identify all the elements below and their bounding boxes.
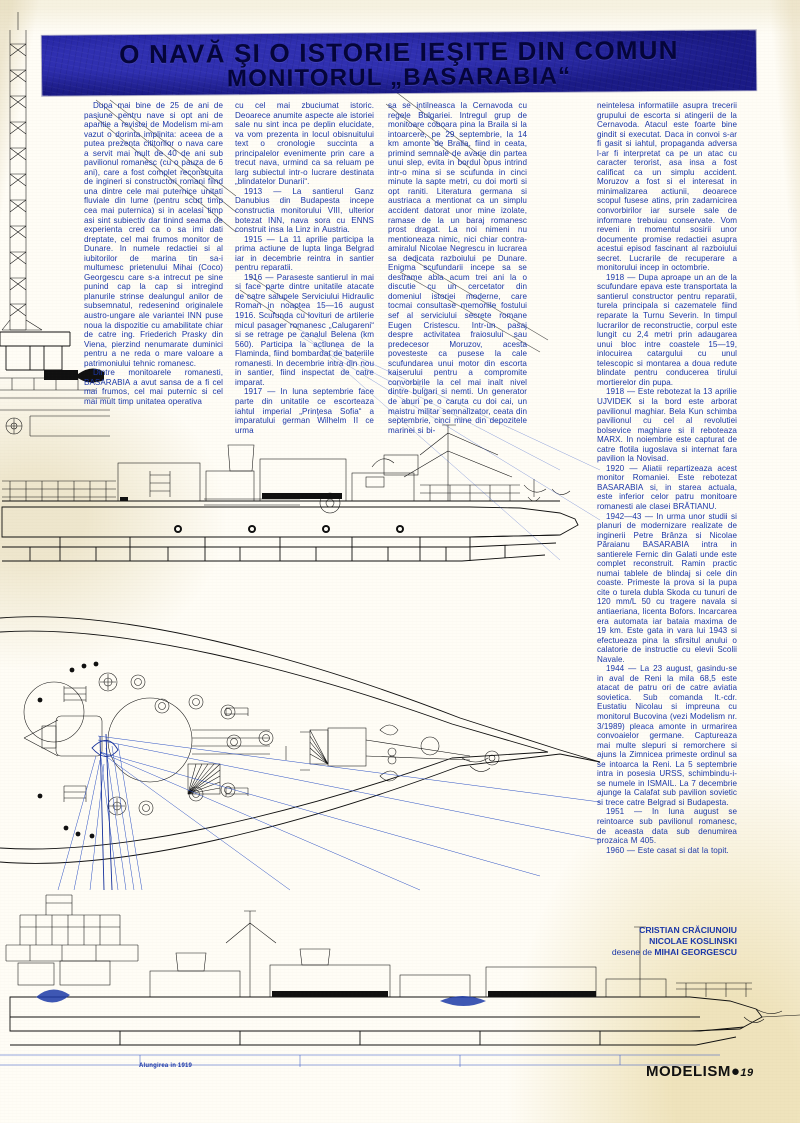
paragraph: sa se intilneasca la Cernavoda cu regele…	[388, 101, 527, 435]
ship-side-elevation-lower	[0, 894, 800, 1067]
drawn-by-label: desene de	[611, 947, 652, 957]
chronology-entry: 1918 — Este rebotezat la 13 aprilie UJVI…	[597, 387, 737, 464]
paragraph: neintelesa informatiile asupra trecerii …	[597, 101, 737, 273]
author-name-2: NICOLAE KOSLINSKI	[649, 936, 737, 946]
text-column-3: sa se intilneasca la Cernavoda cu regele…	[388, 101, 527, 435]
paragraph: Dupa mai bine de 25 de ani de pasiune pe…	[84, 101, 223, 368]
publication-name: MODELISM	[646, 1063, 731, 1080]
article-title-banner: O NAVĂ ŞI O ISTORIE IEŞITE DIN COMUN MON…	[41, 30, 757, 96]
text-column-1: Dupa mai bine de 25 de ani de pasiune pe…	[84, 101, 223, 407]
chronology-entry: 1913 — La santierul Ganz Danubius din Bu…	[235, 186, 374, 235]
byline: CRISTIAN CRĂCIUNOIU NICOLAE KOSLINSKI de…	[597, 925, 737, 958]
chronology-entry: 1944 — La 23 august, gasindu-se in aval …	[597, 664, 737, 807]
chronology-entry: 1960 — Este casat si dat la topit.	[606, 845, 729, 855]
text-column-2: cu cel mai zbuciumat istoric. Deoarece a…	[235, 101, 374, 435]
drawing-caption: Alungirea in 1919	[139, 1063, 193, 1069]
chronology-entry: 1916 — Paraseste santierul in mai si fac…	[235, 272, 374, 387]
footer-separator-dot: ●	[730, 1063, 741, 1080]
article-title-line2: MONITORUL „BASARABIA“	[226, 62, 572, 93]
ship-side-elevation-upper	[1, 424, 579, 562]
author-name-1: CRISTIAN CRĂCIUNOIU	[639, 925, 737, 935]
page-number: 19	[740, 1067, 754, 1079]
chronology-entry: 1942—43 — In urma unor studii si planuri…	[597, 511, 737, 664]
page-footer: MODELISM●19	[646, 1063, 754, 1080]
chronology-entry: 1920 — Aliatii repartizeaza acest monito…	[597, 463, 737, 511]
chronology-entry: 1917 — In luna septembrie face parte din…	[235, 387, 374, 435]
chronology-entry: 1951 — In luna august se reintoarce sub …	[597, 807, 737, 846]
ship-mast-drawing	[0, 12, 110, 437]
paragraph: cu cel mai zbuciumat istoric. Deoarece a…	[235, 101, 374, 187]
chronology-entry: 1915 — La 11 aprilie participa la prima …	[235, 234, 374, 273]
paragraph: Dintre monitoarele romanesti, BASARABIA …	[84, 368, 223, 406]
illustrator-name: MIHAI GEORGESCU	[654, 947, 737, 957]
ship-plan-view	[0, 616, 601, 891]
chronology-entry: 1918 — Dupa aproape un an de la scufunda…	[597, 272, 737, 387]
text-column-4: neintelesa informatiile asupra trecerii …	[597, 101, 737, 855]
